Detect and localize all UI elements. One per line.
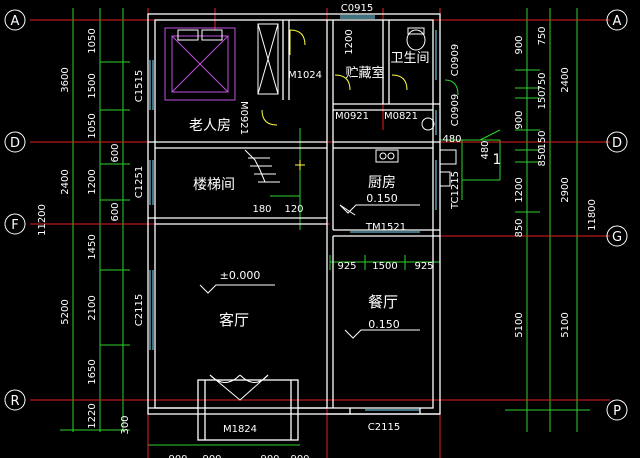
- axis-bubbles-right: [606, 9, 628, 421]
- axis-label-right-4: P: [613, 404, 621, 419]
- dim-left-1220: 1220: [87, 403, 98, 428]
- dim-left-600a: 600: [110, 143, 121, 162]
- dim-right-750a: 750: [537, 26, 548, 45]
- windows: [149, 15, 437, 411]
- bed: [164, 27, 236, 101]
- room-toilet: 卫生间: [390, 51, 429, 66]
- dim-right-850a: 850: [537, 147, 548, 166]
- axis-bubble-left-2: [4, 131, 26, 153]
- dim-480a: 480: [442, 134, 461, 145]
- dim-left-2100: 2100: [87, 295, 98, 320]
- dim-180: 180: [252, 204, 271, 215]
- axis-label-right-3: G: [612, 230, 622, 245]
- room-dining: 餐厅: [368, 293, 398, 311]
- dim-right-150b: 150: [537, 130, 548, 149]
- kitchen-fixtures: [339, 149, 457, 216]
- axis-bubble-left-1: [4, 9, 26, 31]
- opening-m1824: M1824: [223, 424, 257, 435]
- dim-right-2900: 2900: [560, 177, 571, 202]
- room-storage: 贮藏室: [345, 65, 384, 81]
- axis-label-right-2: D: [612, 136, 622, 151]
- axis-bubble-right-2: [606, 131, 628, 153]
- axis-label-left-4: R: [10, 394, 19, 409]
- opening-c1515: C1515: [134, 70, 145, 102]
- axis-bubbles-left: [4, 9, 26, 411]
- dim-left-2400: 2400: [60, 169, 71, 194]
- level-marks: [199, 204, 420, 339]
- stair: [244, 149, 305, 183]
- opening-m0921a: M0921: [238, 101, 249, 135]
- axis-bubble-left-4: [4, 389, 26, 411]
- dim-right-850b: 850: [514, 218, 525, 237]
- opening-c0909a: C0909: [450, 44, 461, 76]
- opening-tc1215: TC1215: [450, 171, 461, 210]
- opening-m0921b: M0921: [335, 111, 369, 122]
- opening-c0909b: C0909: [450, 94, 461, 126]
- opening-c0915: C0915: [341, 3, 373, 14]
- axis-bubble-right-4: [606, 399, 628, 421]
- dim-925a: 925: [337, 261, 356, 272]
- axis-label-left-3: F: [11, 218, 18, 233]
- level-living: ±0.000: [220, 269, 261, 282]
- room-stair: 楼梯间: [193, 177, 235, 193]
- dim-1500: 1500: [372, 261, 397, 272]
- axis-bubble-right-1: [606, 9, 628, 31]
- room-elder: 老人房: [189, 118, 231, 134]
- level-kitchen: 0.150: [366, 192, 398, 205]
- dim-left-1050b: 1050: [87, 113, 98, 138]
- opening-c2115a: C2115: [134, 294, 145, 326]
- section-mark: 1: [493, 152, 502, 168]
- dim-left-1200: 1200: [87, 169, 98, 194]
- level-dining: 0.150: [368, 318, 400, 331]
- dim-right-5100a: 5100: [514, 312, 525, 337]
- dim-left-1650: 1650: [87, 359, 98, 384]
- dim-bottom-1: 900: [168, 454, 187, 458]
- axis-label-right-1: A: [613, 14, 622, 29]
- opening-m1024: M1024: [288, 70, 322, 81]
- dim-right-150a: 150: [537, 90, 548, 109]
- dim-925b: 925: [414, 261, 433, 272]
- dim-left-1450: 1450: [87, 234, 98, 259]
- doors: [209, 29, 459, 401]
- dim-bottom-3: 900: [260, 454, 279, 458]
- opening-m0821: M0821: [384, 111, 418, 122]
- dim-left-1500: 1500: [87, 73, 98, 98]
- axis-label-left-2: D: [10, 136, 20, 151]
- dim-left-3600: 3600: [60, 67, 71, 92]
- dim-left-11200: 11200: [37, 204, 48, 236]
- axis-bubble-left-3: [4, 213, 26, 235]
- dim-120: 120: [284, 204, 303, 215]
- dim-left-600b: 600: [110, 202, 121, 221]
- room-kitchen: 厨房: [368, 175, 396, 191]
- dim-right-11800: 11800: [587, 199, 598, 231]
- dim-right-2400: 2400: [560, 67, 571, 92]
- dim-left-300: 300: [120, 415, 131, 434]
- dim-left-1050a: 1050: [87, 28, 98, 53]
- walls: [147, 13, 441, 441]
- dim-right-900b: 900: [514, 110, 525, 129]
- dim-1200-storage: 1200: [344, 29, 355, 54]
- dim-bottom-4: 900: [290, 454, 309, 458]
- dim-right-900a: 900: [514, 35, 525, 54]
- dim-right-5100b: 5100: [560, 312, 571, 337]
- toilet-fixtures: [406, 27, 435, 131]
- dim-bottom-2: 900: [202, 454, 221, 458]
- dim-right-1200: 1200: [514, 177, 525, 202]
- wardrobe: [257, 23, 279, 95]
- opening-tm1521: TM1521: [365, 222, 406, 233]
- room-living: 客厅: [219, 311, 249, 329]
- opening-c1251: C1251: [134, 166, 145, 198]
- dim-left-5200: 5200: [60, 299, 71, 324]
- opening-c2115b: C2115: [368, 422, 400, 433]
- axis-bubble-right-3: [606, 225, 628, 247]
- axis-label-left-1: A: [11, 14, 20, 29]
- dim-480b: 480: [480, 140, 491, 159]
- dim-right-750b: 750: [537, 72, 548, 91]
